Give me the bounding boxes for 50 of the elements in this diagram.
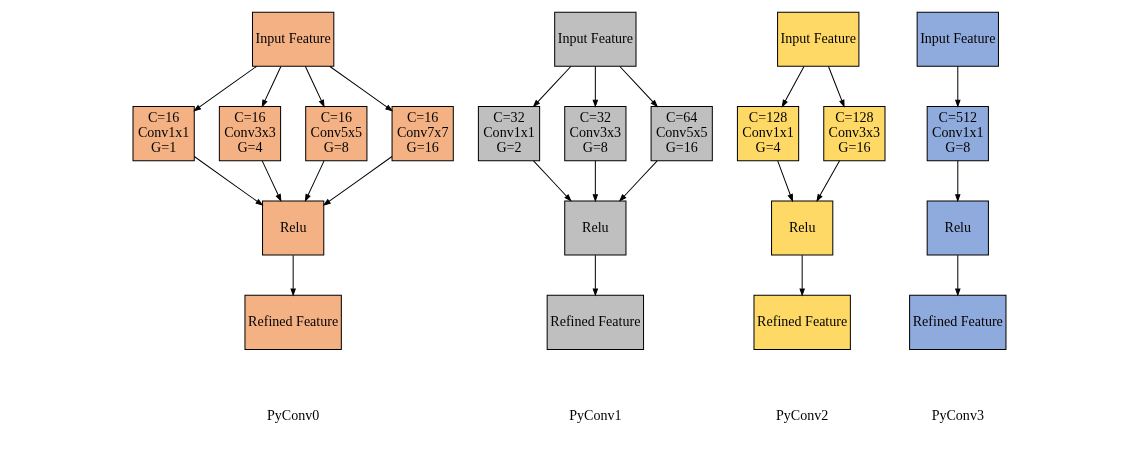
node-box: C=128 Conv1x1 G=4 — [736, 106, 800, 162]
node-box: Relu — [262, 200, 325, 256]
arrow — [816, 160, 841, 202]
node-box: C=32 Conv1x1 G=2 — [477, 106, 541, 162]
arrow — [261, 160, 282, 202]
arrow — [592, 66, 598, 107]
node-box: C=16 Conv7x7 G=16 — [391, 106, 454, 162]
node-box: C=64 Conv5x5 G=16 — [650, 106, 713, 162]
node-box: Relu — [926, 200, 989, 256]
node-box: Input Feature — [916, 11, 999, 67]
arrow — [329, 66, 393, 112]
node-box: Input Feature — [777, 11, 860, 67]
arrow — [193, 66, 257, 112]
arrow — [592, 160, 598, 202]
arrow — [323, 156, 393, 206]
arrow — [533, 160, 572, 202]
node-box: Input Feature — [554, 11, 637, 67]
node-box: C=32 Conv3x3 G=8 — [564, 106, 627, 162]
arrow — [619, 160, 658, 202]
node-box: C=128 Conv3x3 G=16 — [823, 106, 886, 162]
arrow — [290, 254, 296, 296]
label: PyConv3 — [931, 407, 984, 424]
arrow — [304, 66, 325, 107]
node-box: Refined Feature — [244, 294, 342, 350]
arrow — [781, 66, 805, 107]
arrow — [193, 156, 263, 206]
node-box: Input Feature — [252, 11, 335, 67]
label: PyConv0 — [267, 407, 320, 424]
node-box: C=16 Conv3x3 G=4 — [218, 106, 282, 162]
node-box: Refined Feature — [909, 294, 1007, 350]
node-box: Relu — [564, 200, 627, 256]
arrow — [955, 160, 961, 202]
arrow — [304, 160, 325, 202]
node-box: C=16 Conv1x1 G=1 — [132, 106, 195, 162]
node-box: Refined Feature — [546, 294, 645, 350]
label: PyConv1 — [569, 407, 622, 424]
arrow — [592, 254, 598, 296]
node-box: C=512 Conv1x1 G=8 — [926, 106, 989, 162]
arrow — [261, 66, 282, 107]
node-box: Refined Feature — [753, 294, 851, 350]
arrow — [619, 66, 658, 107]
node-box: Relu — [771, 200, 834, 256]
arrow — [777, 160, 793, 202]
arrow — [828, 66, 845, 107]
arrow — [533, 66, 572, 107]
label: PyConv2 — [776, 407, 829, 424]
arrow — [955, 254, 961, 296]
arrow — [955, 66, 961, 107]
arrow — [799, 254, 805, 296]
node-box: C=16 Conv5x5 G=8 — [305, 106, 368, 162]
